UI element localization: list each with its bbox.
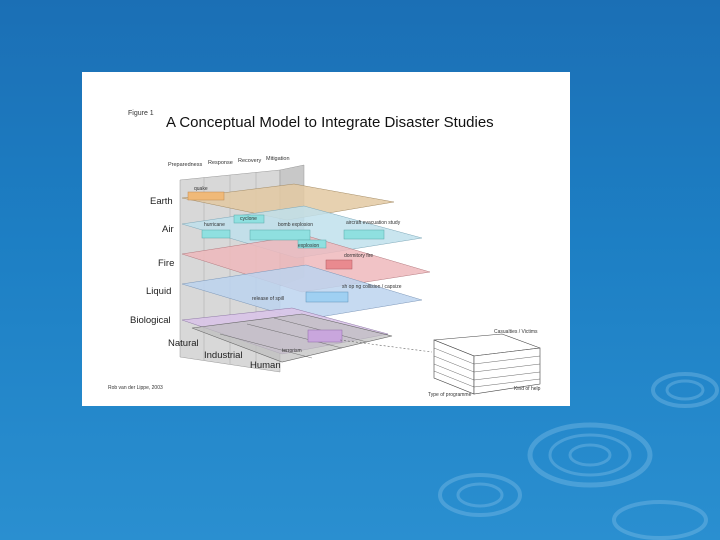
tag-release-of-spill: release of spill [252, 296, 284, 302]
axis-industrial: Industrial [204, 350, 243, 361]
explosion-block [297, 239, 327, 249]
tag-cyclone: cyclone [240, 216, 257, 222]
tag-quake: quake [194, 186, 208, 192]
layered-model-diagram [179, 164, 541, 395]
tag-terrorism: terrorism [282, 348, 302, 354]
tag-mass-casualty: sh op ng collision / capsize [342, 284, 402, 290]
figure-title: A Conceptual Model to Integrate Disaster… [166, 114, 494, 131]
bomb-explosion-block [249, 229, 311, 241]
cyclone-block [233, 214, 265, 224]
layer-fire: Fire [158, 258, 175, 269]
figure-credit: Rob van der Lippe, 2003 [108, 385, 163, 391]
axis-human: Human [250, 360, 281, 371]
figure-panel: Figure 1 A Conceptual Model to Integrate… [82, 72, 570, 406]
inset-stack [433, 333, 541, 395]
phase-response: Response [208, 160, 233, 166]
tag-aircraft-evacuation: aircraft evacuation study [346, 220, 401, 226]
layer-air: Air [162, 224, 174, 235]
layer-liquid: Liquid [146, 286, 172, 297]
phase-recovery: Recovery [238, 158, 262, 164]
earth-layer-plane [181, 183, 395, 221]
axis-natural: Natural [168, 338, 199, 349]
phase-mitigation: Mitigation [266, 156, 290, 162]
figure-number: Figure 1 [128, 110, 154, 117]
layer-earth: Earth [150, 196, 173, 207]
base-plane [191, 313, 393, 363]
tag-dormitory-fire: dormitory fire [344, 253, 374, 259]
fire-block [325, 259, 353, 270]
tag-bomb-explosion: bomb explosion [278, 222, 314, 228]
spill-block [305, 291, 349, 303]
terrorism-block [307, 329, 343, 343]
inset-bottom-label: Type of programme [428, 392, 472, 398]
layer-biological: Biological [130, 315, 171, 326]
hurricane-block [201, 229, 231, 239]
liquid-layer-plane [181, 264, 423, 321]
tag-explosion: explosion [298, 243, 320, 249]
inset-top-label: Casualties / Victims [494, 329, 538, 335]
quake-block [187, 191, 225, 201]
inset-right-label: Kind of help [514, 386, 541, 392]
tag-hurricane: hurricane [204, 222, 225, 228]
phase-preparedness: Preparedness [168, 162, 203, 168]
aircraft-block [343, 229, 385, 240]
